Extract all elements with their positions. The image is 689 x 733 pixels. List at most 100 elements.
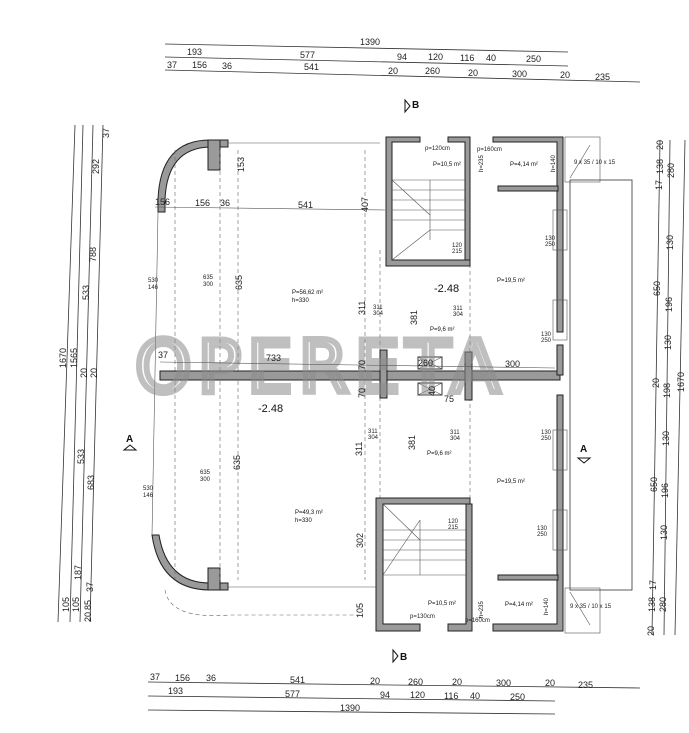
dim: 120 [410,690,425,700]
dim: 156 [175,673,190,683]
dim: 683 [86,475,96,490]
dim: 70 [357,388,367,398]
dim: 94 [397,52,407,62]
dim: 156 [192,60,207,70]
right-dimensions: 20 138 17 650 20 650 17 138 20 280 130 1… [646,140,686,636]
left-dimensions: 1670 1565 105 533 20 533 187 105 292 788… [57,124,111,623]
dim: 1565 [69,348,79,368]
dim: 116 [460,53,474,63]
dim: 530 [148,278,159,284]
dim: 650 [652,281,662,296]
dim: p=130cm [410,614,435,620]
dim: 541 [304,62,319,72]
dim: 193 [187,47,202,57]
dim: 381 [407,435,417,450]
watermark-logo: OPERETA [135,325,506,409]
dim: 300 [512,69,527,79]
dim: 280 [666,163,676,178]
dim: 130 [661,431,671,446]
dim: 146 [148,285,159,291]
dim: 20 [468,68,478,78]
dim: 635 [234,275,244,290]
dim: 235 [578,680,593,690]
room-labels: P=56,62 m² h=330 P=49,3 m² h=330 P=19,5 … [292,162,538,608]
shaft [417,382,443,396]
dim: 130 [663,335,673,350]
dim: 94 [380,690,390,700]
dim: 9 x 35 / 10 x 15 [574,160,616,166]
dim: 156 [195,198,210,208]
room-area: P=9,6 m² [427,451,452,457]
dim: 198 [662,383,672,398]
dim: 250 [510,692,525,702]
dim: 37 [167,60,177,70]
dim: 36 [206,673,216,683]
dim: h=140 [544,597,550,615]
dim: 40 [486,53,496,63]
dim: 9 x 35 / 10 x 15 [570,604,612,610]
dim: 280 [658,597,668,612]
dim: 75 [444,394,454,404]
stair-bottom [382,503,466,576]
dim: 215 [452,249,463,255]
dim: 20 [83,612,93,622]
dim: 130 [545,236,556,242]
dim: 146 [143,493,154,499]
room-height: h=330 [292,298,310,304]
dim: 116 [444,691,458,701]
room-area: P=4,14 m² [510,162,538,168]
dim: 105 [61,597,71,612]
bottom-dimensions: 37 156 36 541 20 260 20 300 20 235 193 5… [147,672,641,715]
dim: 215 [448,525,459,531]
dim: 311 [368,429,378,435]
dim: h=140 [551,154,557,172]
dim-total-width: 1390 [340,703,360,713]
dim: 541 [298,200,313,210]
top-dimensions: 1390 193 577 94 120 116 40 250 37 156 36… [164,37,641,83]
dim: 577 [300,50,315,60]
room-area: P=49,3 m² [295,510,323,516]
dim: 193 [168,686,183,696]
dim: 260 [418,358,433,368]
dim: 304 [450,436,461,442]
dim: 20 [370,676,380,686]
dim: 196 [664,297,674,312]
dim: 70 [357,360,367,370]
dim: 304 [453,312,464,318]
room-area: P=19,5 m² [497,278,525,284]
room-area: P=19,5 m² [497,479,525,485]
dim: 311 [357,301,367,315]
dim: 105 [355,603,365,618]
shaft [417,356,443,370]
dim: 250 [526,54,541,64]
room-area: P=9,6 m² [430,327,455,333]
room-area: P=10,5 m² [428,601,456,607]
section-a-right: A [580,444,587,455]
section-b-top: B [412,100,419,111]
dim: 130 [537,526,548,532]
dim: 530 [143,486,154,492]
room-area: P=56,62 m² [292,290,323,296]
dim: 250 [545,242,556,248]
dim: 292 [91,159,101,174]
dim: 187 [73,565,83,580]
dim: 130 [541,430,552,436]
dim: 635 [203,275,214,281]
dim: 40 [470,691,480,701]
dim: 20 [646,626,656,636]
dim: 381 [409,310,419,325]
dim: 541 [290,675,305,685]
room-area: P=10,5 m² [433,162,461,168]
dim: 733 [266,353,281,363]
dim: 300 [505,359,520,369]
dim: 311 [453,306,463,312]
dim: 130 [665,235,675,250]
dim: 311 [354,442,364,456]
dim: p=160cm [465,618,490,624]
dim: 300 [496,678,511,688]
room-height: h=330 [295,518,313,524]
dim: 17 [648,580,658,590]
dim: 260 [408,677,423,687]
dim: 20 [651,378,661,388]
